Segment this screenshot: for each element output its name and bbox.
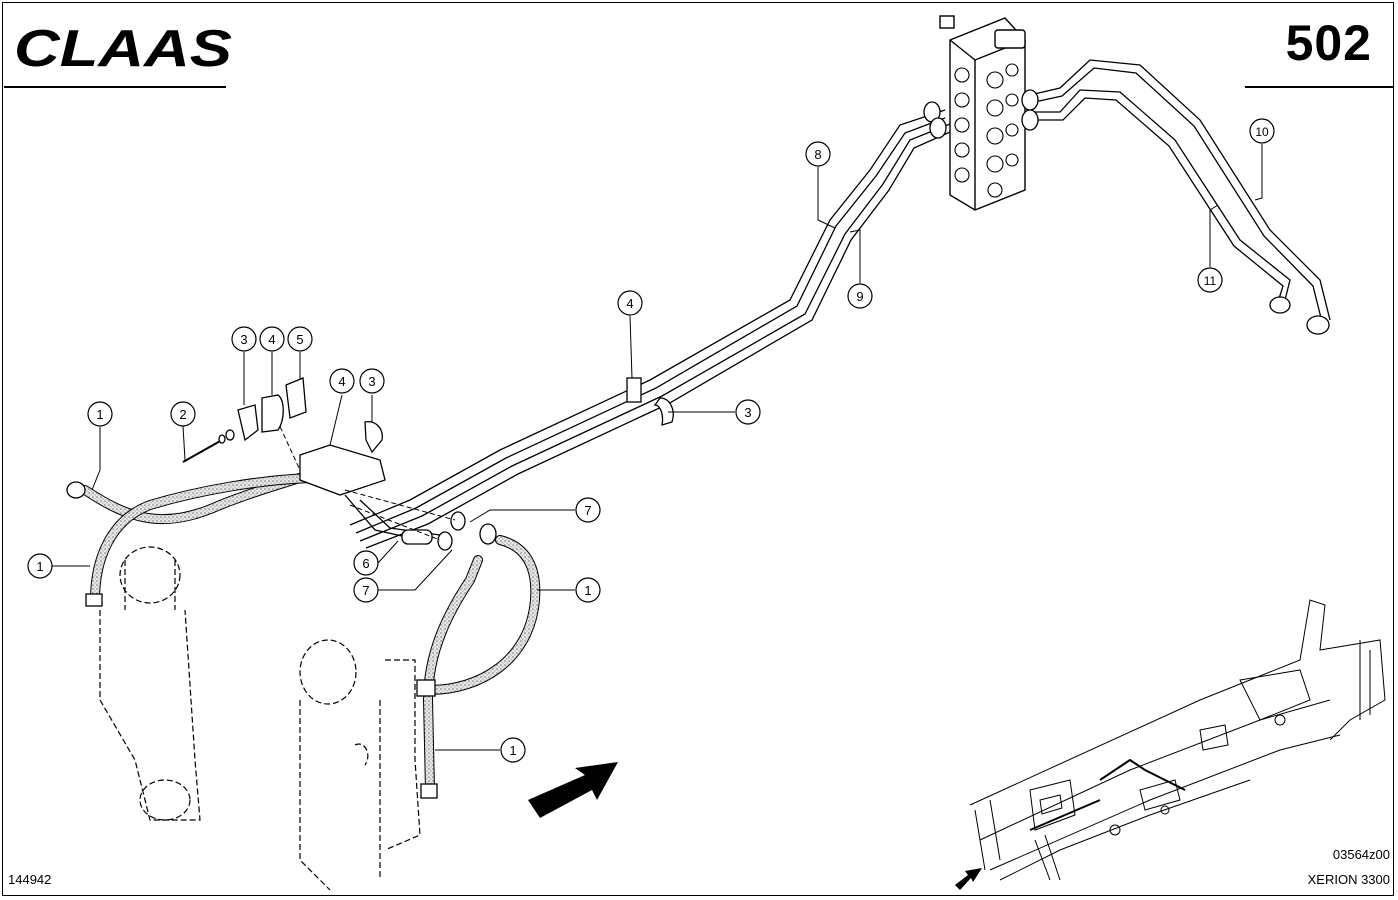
drawing-number: 144942 bbox=[8, 872, 52, 887]
svg-text:9: 9 bbox=[856, 289, 863, 304]
callout-7a: 7 bbox=[575, 497, 601, 523]
callout-3b: 3 bbox=[359, 368, 385, 394]
callout-3a: 3 bbox=[231, 326, 257, 352]
svg-text:1: 1 bbox=[96, 407, 103, 422]
inset-direction-arrow bbox=[955, 868, 982, 890]
svg-text:4: 4 bbox=[626, 296, 633, 311]
svg-text:4: 4 bbox=[268, 332, 275, 347]
figure-code: 03564z00 bbox=[1332, 847, 1390, 862]
svg-text:3: 3 bbox=[744, 405, 751, 420]
callout-1d: 1 bbox=[500, 737, 526, 763]
callout-markers: 1 1 1 1 2 3 4 5 4 3 4 3 6 7 7 8 9 10 11 bbox=[27, 118, 1275, 763]
callout-4c: 4 bbox=[617, 290, 643, 316]
steel-lines-10-11 bbox=[1029, 59, 1331, 323]
svg-text:7: 7 bbox=[362, 583, 369, 598]
fitting-nuts-right bbox=[923, 89, 1330, 335]
header-rule-left bbox=[4, 86, 226, 88]
callout-5: 5 bbox=[287, 326, 313, 352]
claas-logo: CLAAS bbox=[14, 20, 232, 74]
callout-4b: 4 bbox=[329, 368, 355, 394]
callout-6: 6 bbox=[353, 550, 379, 576]
svg-text:1: 1 bbox=[36, 559, 43, 574]
callout-8: 8 bbox=[805, 141, 831, 167]
svg-text:1: 1 bbox=[509, 743, 516, 758]
steel-lines-8-9 bbox=[349, 109, 951, 549]
svg-text:4: 4 bbox=[338, 374, 345, 389]
chassis-overview-inset bbox=[969, 599, 1386, 881]
control-valve-block bbox=[939, 15, 1026, 211]
line-block-center bbox=[299, 421, 441, 545]
steering-cylinder-left bbox=[99, 546, 201, 821]
svg-text:5: 5 bbox=[296, 332, 303, 347]
callout-4a: 4 bbox=[259, 326, 285, 352]
callout-1c: 1 bbox=[575, 577, 601, 603]
steering-cylinder-right bbox=[299, 639, 421, 891]
pipe-clamp-mid bbox=[626, 377, 674, 426]
svg-text:10: 10 bbox=[1255, 125, 1269, 139]
svg-text:3: 3 bbox=[240, 332, 247, 347]
callout-2: 2 bbox=[170, 401, 196, 427]
svg-text:2: 2 bbox=[179, 407, 186, 422]
direction-arrow bbox=[528, 762, 618, 818]
svg-text:6: 6 bbox=[362, 556, 369, 571]
page-number: 502 bbox=[1285, 15, 1372, 71]
callout-leaders bbox=[52, 144, 1263, 751]
callout-3c: 3 bbox=[735, 399, 761, 425]
svg-text:3: 3 bbox=[368, 374, 375, 389]
callout-10: 10 bbox=[1249, 118, 1275, 144]
callout-1a: 1 bbox=[87, 401, 113, 427]
callout-9: 9 bbox=[847, 283, 873, 309]
svg-text:11: 11 bbox=[1204, 274, 1217, 288]
hydraulic-hoses bbox=[80, 465, 541, 795]
hose-fittings bbox=[66, 481, 497, 799]
logo-text: CLAAS bbox=[14, 20, 232, 74]
model-name: XERION 3300 bbox=[1307, 872, 1390, 887]
callout-11: 11 bbox=[1197, 267, 1223, 293]
svg-text:1: 1 bbox=[584, 583, 591, 598]
clamp-exploded-parts bbox=[182, 377, 307, 463]
svg-text:7: 7 bbox=[584, 503, 591, 518]
svg-text:8: 8 bbox=[814, 147, 821, 162]
callout-1b: 1 bbox=[27, 553, 53, 579]
callout-7b: 7 bbox=[353, 577, 379, 603]
header-rule-right bbox=[1245, 86, 1393, 88]
